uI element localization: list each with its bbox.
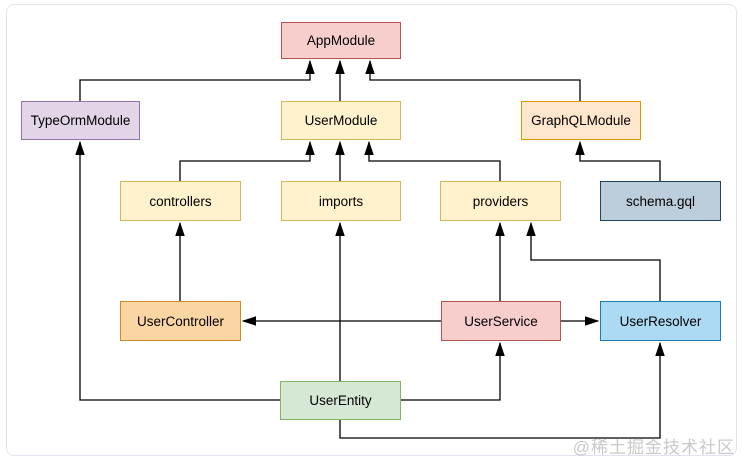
node-label-user-entity: UserEntity xyxy=(309,393,372,408)
node-controllers: controllers xyxy=(120,181,241,221)
node-user-module: UserModule xyxy=(281,101,401,140)
node-label-user-module: UserModule xyxy=(304,113,378,128)
node-schema-gql: schema.gql xyxy=(600,181,721,221)
edge-user-resolver-to-providers xyxy=(526,221,661,301)
edge-user-entity-to-user-service xyxy=(401,341,505,401)
node-graphql-module: GraphQLModule xyxy=(521,101,641,140)
node-user-controller: UserController xyxy=(120,301,241,341)
node-user-entity: UserEntity xyxy=(280,381,401,420)
edge-controllers-to-user-module xyxy=(179,140,315,181)
node-user-service: UserService xyxy=(441,301,561,341)
edge-schema-gql-to-graphql-module xyxy=(575,140,661,181)
node-user-resolver: UserResolver xyxy=(600,301,721,341)
node-label-graphql-module: GraphQLModule xyxy=(531,113,631,128)
watermark: @稀土掘金技术社区 xyxy=(572,438,735,457)
node-imports: imports xyxy=(281,181,401,221)
edge-user-entity-to-typeorm-module xyxy=(75,140,280,401)
edge-user-entity-to-user-resolver xyxy=(339,341,665,439)
node-providers: providers xyxy=(440,181,561,221)
edge-typeorm-module-to-app-module xyxy=(79,59,315,101)
edge-providers-to-user-module xyxy=(364,140,501,181)
node-label-app-module: AppModule xyxy=(306,33,376,48)
edge-graphql-module-to-app-module xyxy=(365,59,581,101)
node-label-schema-gql: schema.gql xyxy=(625,193,696,209)
node-label-user-controller: UserController xyxy=(136,313,225,329)
node-label-imports: imports xyxy=(318,193,364,209)
node-label-user-resolver: UserResolver xyxy=(619,313,702,329)
node-label-user-service: UserService xyxy=(464,313,538,329)
node-app-module: AppModule xyxy=(281,22,401,59)
node-label-typeorm-module: TypeOrmModule xyxy=(30,113,131,128)
node-typeorm-module: TypeOrmModule xyxy=(21,101,140,140)
node-label-providers: providers xyxy=(472,193,529,209)
node-label-controllers: controllers xyxy=(149,193,212,209)
